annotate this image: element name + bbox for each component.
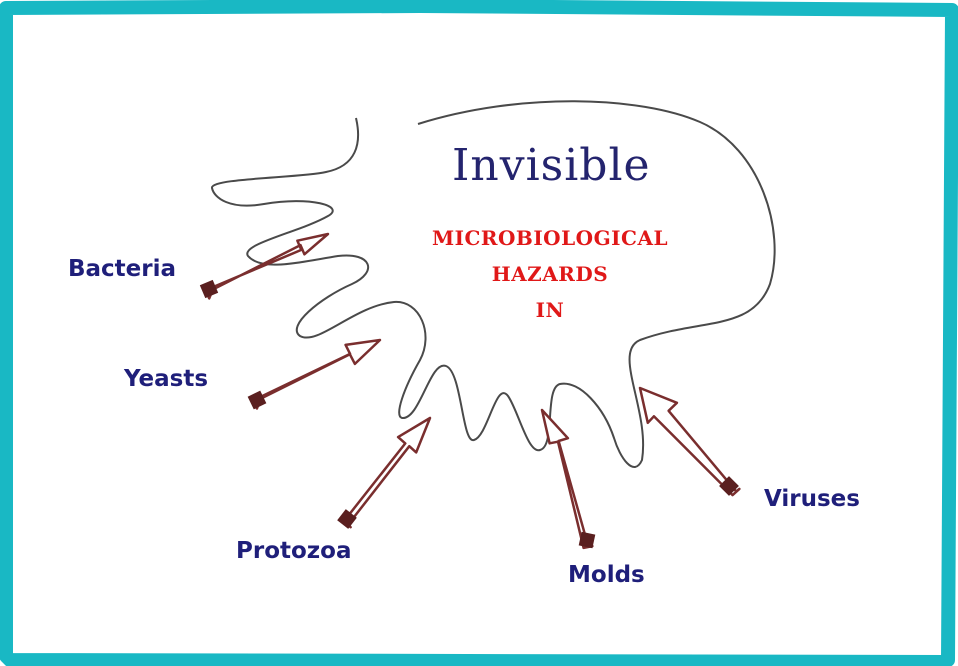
viruses-label: Viruses <box>764 486 860 512</box>
subtitle-line-1: MICROBIOLOGICAL <box>410 226 690 250</box>
yeasts-arrow <box>253 340 380 409</box>
yeasts-label: Yeasts <box>124 366 208 392</box>
bacteria-arrow <box>206 234 328 298</box>
frame-border <box>6 6 952 662</box>
viruses-arrow <box>640 388 739 495</box>
bacteria-label: Bacteria <box>68 256 176 282</box>
protozoa-label: Protozoa <box>236 538 352 564</box>
title-invisible: Invisible <box>452 140 651 191</box>
subtitle-line-2: HAZARDS <box>410 262 690 286</box>
molds-arrow <box>542 410 592 548</box>
molds-label: Molds <box>568 562 645 588</box>
protozoa-arrow <box>344 418 430 527</box>
subtitle-line-3: IN <box>410 298 690 322</box>
